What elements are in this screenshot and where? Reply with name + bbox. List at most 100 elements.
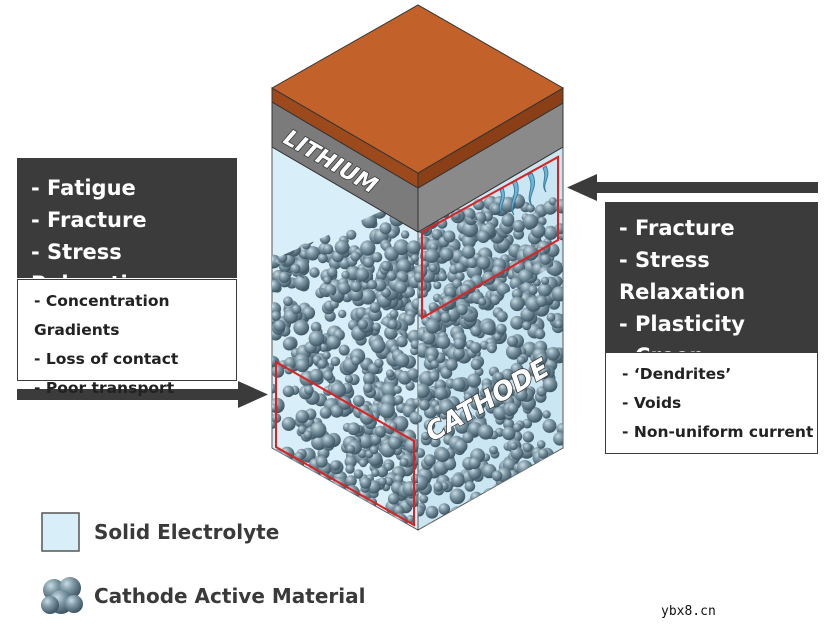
cathode-particle: [371, 469, 380, 477]
cathode-particle: [434, 386, 448, 401]
cathode-particle: [502, 426, 516, 441]
cathode-particle: [522, 244, 539, 261]
watermark: ybx8.cn: [661, 604, 716, 619]
cathode-particle: [512, 423, 522, 433]
cathode-particle: [323, 276, 332, 285]
cathode-particle: [289, 511, 305, 527]
cathode-particle: [317, 359, 328, 369]
cathode-particle: [378, 477, 387, 486]
cathode-particle: [510, 315, 524, 330]
cathode-particle: [350, 281, 362, 293]
cathode-particle: [425, 505, 439, 519]
cathode-particle: [354, 515, 369, 530]
cathode-particle: [430, 360, 439, 369]
cathode-particle: [527, 491, 543, 508]
cathode-particle: [540, 481, 550, 491]
cathode-particle: [363, 372, 375, 385]
cathode-particle: [360, 505, 370, 515]
cathode-particle: [360, 289, 376, 305]
cathode-particle: [510, 362, 524, 376]
cathode-particle: [452, 347, 465, 360]
cathode-particle: [394, 281, 408, 294]
cathode-particle: [428, 371, 440, 382]
cathode-particle: [445, 358, 458, 371]
cathode-particle: [474, 505, 486, 517]
cathode-particle: [327, 267, 338, 278]
cathode-particle: [444, 286, 456, 298]
cathode-particle: [387, 319, 398, 330]
cathode-particle: [404, 437, 418, 454]
cathode-particle: [554, 199, 563, 214]
cathode-particle: [293, 481, 305, 492]
left-effects-panel: Concentration Gradients Loss of contact …: [17, 279, 237, 397]
cathode-particle: [489, 495, 498, 505]
cathode-particle: [546, 312, 556, 322]
cathode-particle: [469, 342, 482, 354]
cathode-particle: [495, 508, 508, 521]
cathode-particle: [353, 469, 364, 479]
list-item: Loss of contact: [34, 345, 236, 374]
cathode-particle: [485, 501, 494, 510]
dendrite-icon: [498, 165, 549, 216]
cathode-particle: [463, 392, 473, 402]
cathode-particle: [547, 463, 560, 476]
cathode-particle: [476, 521, 490, 530]
legend-electrolyte-label: Solid Electrolyte: [94, 520, 280, 544]
cathode-particle: [309, 368, 324, 383]
cathode-particle: [350, 507, 359, 516]
cathode-particle: [272, 495, 284, 509]
cathode-particle: [341, 524, 352, 530]
cathode-particle: [501, 368, 514, 382]
cathode-particle: [363, 257, 374, 268]
cathode-particle: [351, 517, 362, 528]
cathode-particle: [522, 443, 533, 453]
cathode-particle: [393, 239, 410, 256]
cathode-particle: [543, 225, 558, 240]
cathode-particle: [276, 504, 291, 519]
cathode-particle: [396, 335, 408, 348]
cathode-particle: [511, 288, 523, 300]
cathode-particle: [273, 495, 289, 511]
cathode-particle: [475, 408, 486, 419]
cathode-particle: [275, 480, 289, 494]
cathode-particle: [449, 488, 466, 505]
cathode-particle: [348, 499, 364, 515]
cathode-particle: [295, 358, 310, 373]
cathode-particle: [410, 254, 419, 263]
cathode-particle: [369, 302, 381, 313]
cathode-particle: [283, 296, 293, 307]
cathode-particle: [389, 309, 399, 319]
cathode-particle: [484, 508, 499, 523]
cathode-particle: [487, 504, 503, 521]
cathode-particle: [309, 519, 326, 530]
cathode-particle: [453, 337, 466, 350]
cathode-particle: [517, 460, 533, 476]
cathode-particle: [369, 506, 378, 515]
cathode-particle: [301, 484, 316, 500]
cathode-particle: [372, 322, 381, 332]
cathode-particle: [315, 455, 328, 468]
cathode-particle: [487, 345, 497, 354]
cathode-particle: [554, 319, 563, 329]
cathode-particle: [272, 311, 281, 321]
cathode-particle: [495, 323, 507, 335]
cathode-particle: [515, 497, 530, 512]
cathode-particle: [272, 365, 285, 378]
cathode-particle: [462, 234, 476, 249]
cathode-particle: [535, 295, 548, 308]
cathode-particle: [272, 486, 282, 500]
cathode-particle: [303, 430, 313, 440]
cathode-particle: [478, 424, 494, 440]
cathode-particle: [506, 388, 515, 397]
cathode-particle: [542, 377, 558, 393]
cathode-particle: [494, 372, 504, 382]
cathode-particle: [515, 388, 528, 402]
cathode-particle: [449, 506, 466, 522]
cathode-particle: [440, 312, 451, 323]
cathode-particle: [322, 244, 334, 255]
cathode-particle: [284, 357, 297, 369]
cathode-particle: [309, 267, 320, 278]
cathode-particle: [318, 342, 329, 353]
list-item: Non-uniform current: [622, 418, 817, 447]
cathode-particle: [383, 522, 397, 530]
